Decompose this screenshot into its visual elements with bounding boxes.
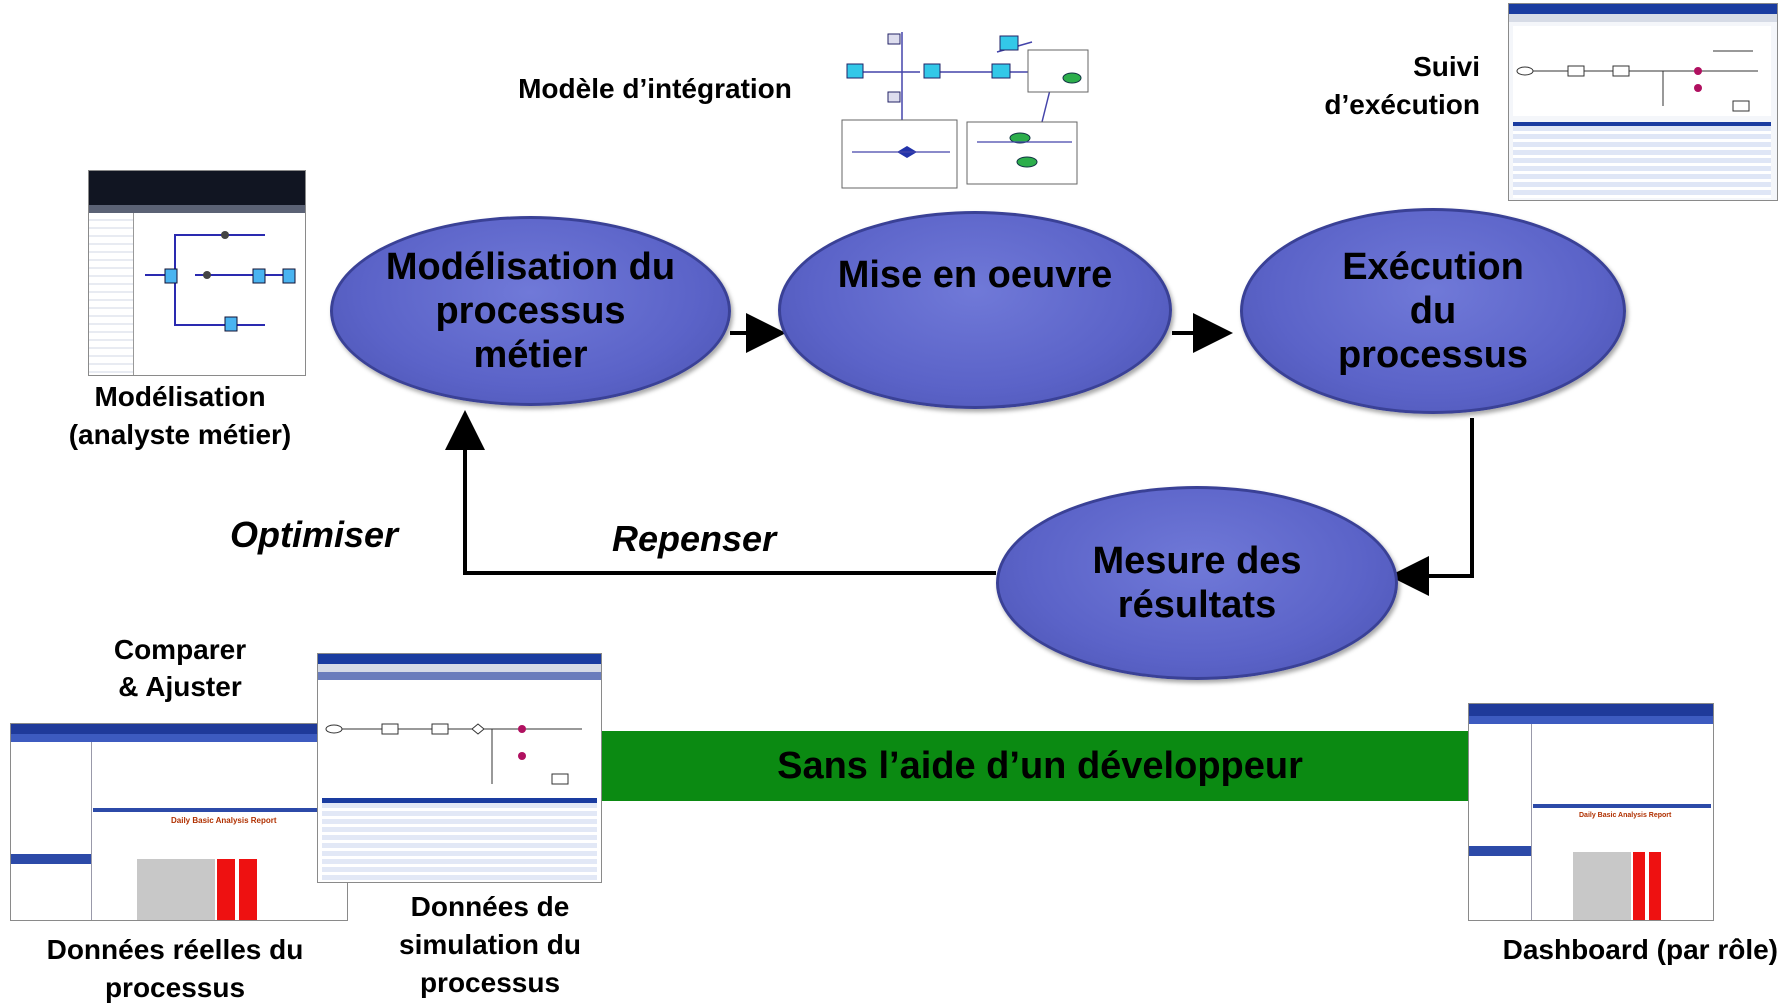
label-simulation-3: processus (419, 967, 561, 998)
label-donnees-reelles-2: processus (104, 972, 246, 1003)
simulation-thumbnail (317, 653, 602, 883)
step-modelisation-label: Modélisation du processus métier (385, 246, 676, 376)
label-repenser: Repenser (612, 518, 777, 559)
label-modele-integration: Modèle d’intégration (518, 73, 792, 104)
step-execution: Exécution du processus (1240, 208, 1626, 414)
modelisation-thumbnail (88, 170, 306, 376)
label-dashboard: Dashboard (par rôle) (1502, 934, 1778, 965)
step-mesure-label: Mesure des résultats (1092, 540, 1302, 626)
label-donnees-reelles-1: Données réelles du (46, 934, 304, 965)
role-dashboard-thumbnail: Daily Basic Analysis Report (1468, 703, 1714, 921)
label-comparer-2: & Ajuster (118, 671, 242, 702)
real-report-title: Daily Basic Analysis Report (171, 816, 277, 825)
dashboard-report-title: Daily Basic Analysis Report (1579, 812, 1672, 819)
label-suivi-1: Suivi (1413, 51, 1480, 82)
step-mesure: Mesure des résultats (996, 486, 1398, 680)
label-modelisation-2: (analyste métier) (68, 419, 292, 450)
step-mise-en-oeuvre: Mise en oeuvre (778, 211, 1172, 409)
real-data-dashboard-thumbnail: Daily Basic Analysis Report (10, 723, 348, 921)
label-simulation-1: Données de (410, 891, 570, 922)
label-modelisation-1: Modélisation (94, 381, 266, 412)
step-execution-label: Exécution du processus (1337, 246, 1529, 376)
label-simulation-2: simulation du (399, 929, 581, 960)
label-comparer-1: Comparer (113, 634, 247, 665)
label-suivi-2: d’exécution (1324, 89, 1480, 120)
label-optimiser: Optimiser (230, 514, 399, 555)
integration-model-thumbnail (832, 12, 1127, 192)
step-modelisation: Modélisation du processus métier (330, 216, 731, 406)
arrow-mesure-to-modelisation (445, 410, 996, 575)
no-developer-banner: Sans l’aide d’un développeur (578, 731, 1502, 801)
execution-monitor-thumbnail (1508, 3, 1778, 201)
step-mise-en-oeuvre-label: Mise en oeuvre (837, 254, 1113, 296)
arrow-execution-to-mesure (1389, 418, 1474, 596)
banner-text: Sans l’aide d’un développeur (777, 744, 1303, 787)
